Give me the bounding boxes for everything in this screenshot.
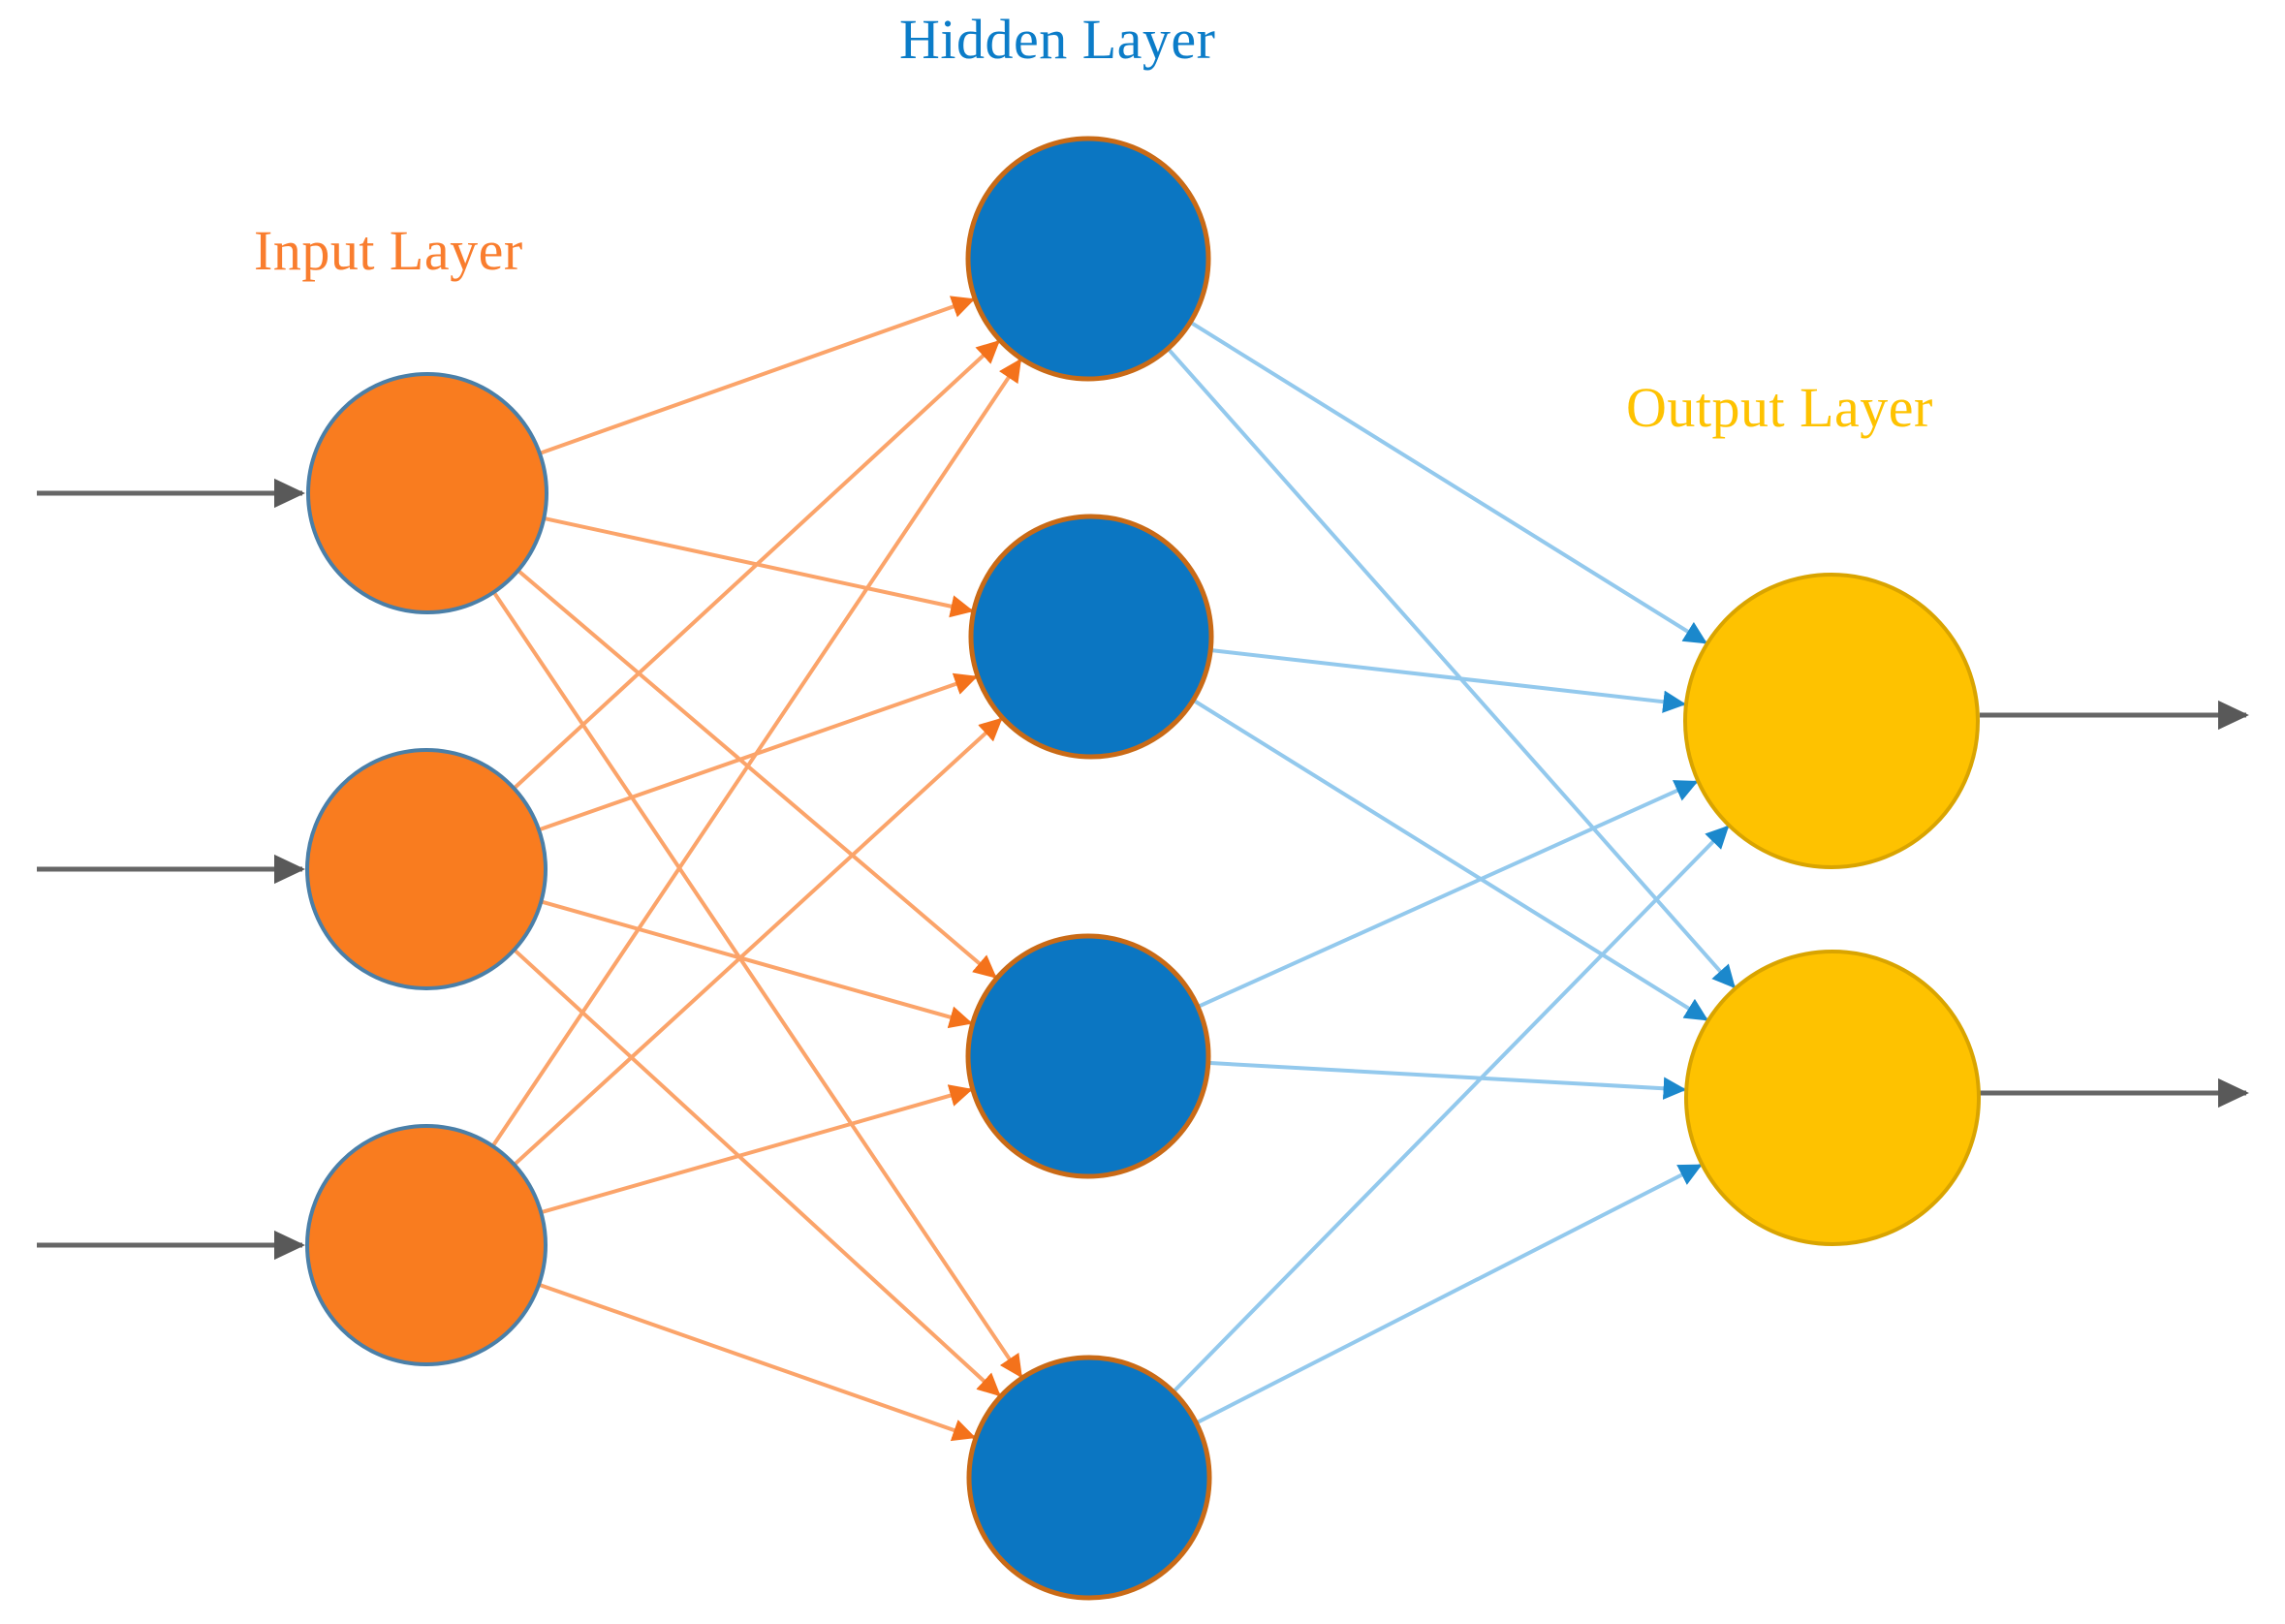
connection-h4-o2 — [1195, 1163, 1703, 1425]
input-layer-label: Input Layer — [254, 219, 523, 282]
hidden-layer-label: Hidden Layer — [899, 8, 1216, 71]
output-node-2[interactable] — [1684, 950, 1981, 1246]
connection-h2-o1 — [1209, 648, 1687, 713]
input-layer-nodes — [305, 372, 548, 1366]
hidden-node-3[interactable] — [965, 933, 1211, 1179]
connection-i3-h2 — [513, 717, 1003, 1167]
connection-i2-h1 — [513, 339, 1000, 791]
connection-i1-h3 — [516, 569, 997, 979]
connection-h2-o2 — [1192, 698, 1708, 1021]
hidden-layer-nodes — [965, 136, 1214, 1601]
connection-i2-h4 — [513, 948, 1001, 1397]
input-to-hidden-edges — [490, 296, 1023, 1442]
connection-h4-o1 — [1172, 825, 1730, 1393]
output-layer-label: Output Layer — [1626, 376, 1933, 439]
output-layer-nodes — [1683, 573, 1981, 1246]
external-input-arrows — [37, 478, 305, 1261]
connection-i3-h3 — [540, 1084, 973, 1215]
connection-i1-h4 — [491, 590, 1023, 1379]
hidden-node-2[interactable] — [968, 514, 1214, 760]
connection-h1-o1 — [1189, 320, 1707, 644]
hidden-to-output-edges — [1166, 320, 1736, 1425]
input-node-3[interactable] — [305, 1124, 548, 1366]
connection-i3-h1 — [490, 358, 1022, 1147]
connection-i1-h1 — [539, 296, 976, 455]
connection-i3-h4 — [538, 1282, 977, 1442]
connection-h1-o2 — [1166, 347, 1736, 989]
output-node-1[interactable] — [1683, 573, 1980, 869]
connection-h3-o1 — [1197, 780, 1699, 1009]
hidden-node-1[interactable] — [965, 136, 1211, 382]
hidden-node-4[interactable] — [966, 1355, 1212, 1601]
input-node-1[interactable] — [306, 372, 548, 614]
connection-h3-o2 — [1207, 1060, 1687, 1100]
connection-i2-h3 — [540, 899, 973, 1029]
external-output-arrows — [1980, 700, 2249, 1109]
input-node-2[interactable] — [305, 748, 548, 990]
